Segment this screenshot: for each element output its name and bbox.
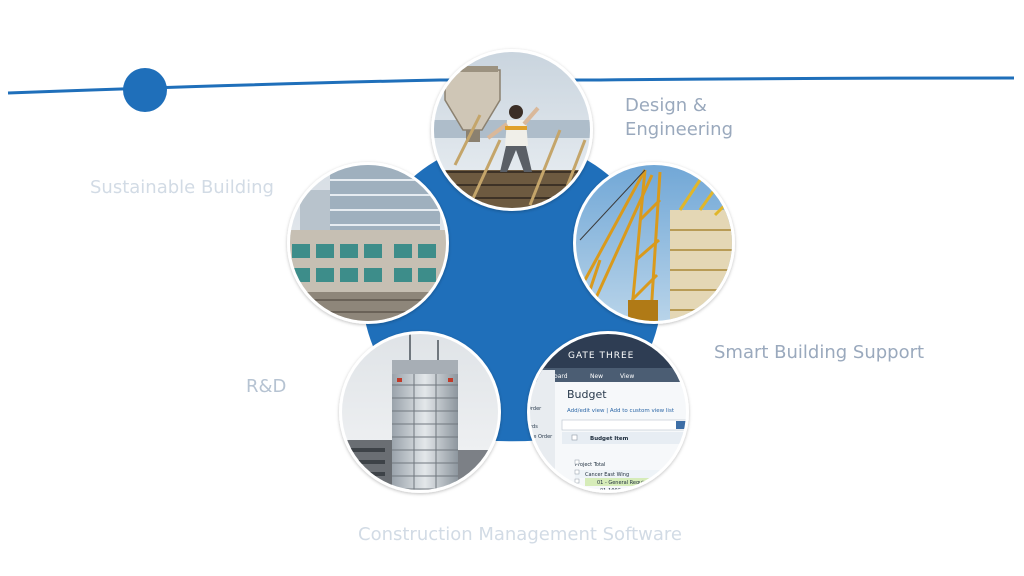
label-construction-management-software: Construction Management Software	[358, 524, 682, 545]
svg-text:Add/edit view | Add to custo: Add/edit view | Add to custom view list	[567, 408, 675, 414]
svg-text:Project Total: Project Total	[575, 462, 605, 468]
svg-text:Cancer East Wing: Cancer East Wing	[585, 472, 629, 478]
svg-text:View: View	[620, 373, 634, 380]
label-sustainable-building: Sustainable Building	[90, 177, 274, 198]
svg-text:nge Order: nge Order	[527, 434, 553, 440]
software-heading: Budget	[567, 388, 607, 401]
photo-design-engineering	[431, 49, 593, 211]
svg-text:Budget Item: Budget Item	[590, 436, 629, 442]
label-design-engineering: Design & Engineering	[625, 95, 733, 140]
timeline-node	[123, 68, 167, 112]
label-smart-building-support: Smart Building Support	[714, 342, 925, 363]
photo-software: GATE THREE Dashboard New View Budget Add…	[527, 331, 689, 493]
svg-text:ards: ards	[527, 424, 538, 430]
svg-text:New: New	[590, 373, 603, 380]
label-rnd: R&D	[246, 376, 287, 397]
svg-text:01 - General Requirements: 01 - General Requirements	[597, 480, 665, 486]
svg-text:Order: Order	[527, 406, 542, 412]
photo-crane	[573, 162, 735, 324]
software-brand: GATE THREE	[568, 351, 634, 361]
